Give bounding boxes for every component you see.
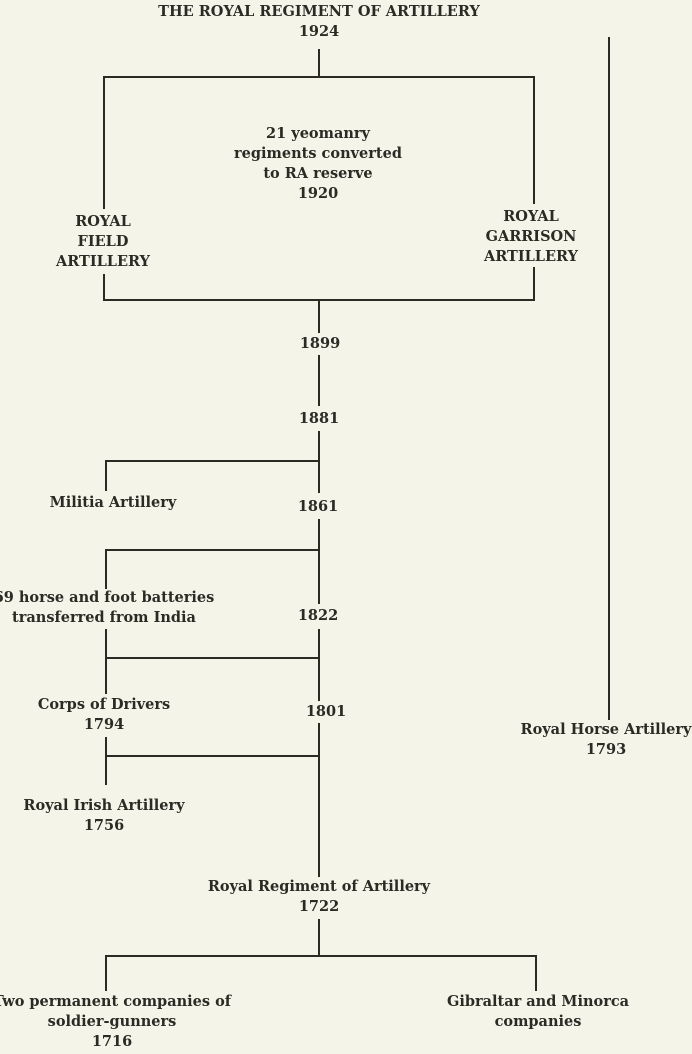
irish-name: Royal Irish Artillery (23, 797, 185, 814)
rha-name: Royal Horse Artillery (520, 721, 692, 738)
soldier-gunners-line: Two permanent companies of (0, 993, 231, 1010)
rra-year: 1722 (298, 898, 340, 915)
royal-garrison-artillery-label: ROYAL GARRISON ARTILLERY (484, 207, 578, 267)
title-name: THE ROYAL REGIMENT OF ARTILLERY (158, 3, 480, 20)
year-1801-label: 1801 (306, 702, 346, 722)
royal-field-artillery-label: ROYAL FIELD ARTILLERY (56, 212, 150, 272)
rra-name: Royal Regiment of Artillery (207, 878, 431, 895)
royal-horse-artillery-label: Royal Horse Artillery 1793 (521, 720, 692, 760)
soldier-gunners-label: Two permanent companies of soldier-gunne… (0, 992, 231, 1052)
yeomanry-year: 1920 (297, 185, 339, 202)
title-year: 1924 (298, 23, 340, 40)
india-line: 69 horse and foot batteries (0, 589, 215, 606)
year-1881: 1881 (298, 410, 340, 427)
india-batteries-label: 69 horse and foot batteries transferred … (0, 588, 214, 628)
rfa-line: FIELD (77, 233, 129, 250)
militia-artillery-label: Militia Artillery (50, 493, 177, 513)
corps-of-drivers-label: Corps of Drivers 1794 (38, 695, 170, 735)
rha-year: 1793 (585, 741, 627, 758)
gibraltar-line: Gibraltar and Minorca (446, 993, 630, 1010)
year-1899: 1899 (299, 335, 341, 352)
india-line: transferred from India (12, 609, 196, 626)
royal-regiment-of-artillery-label: Royal Regiment of Artillery 1722 (208, 877, 430, 917)
gibraltar-line: companies (494, 1013, 582, 1030)
royal-irish-artillery-label: Royal Irish Artillery 1756 (23, 796, 184, 836)
title-label: THE ROYAL REGIMENT OF ARTILLERY 1924 (158, 2, 480, 42)
rfa-line: ROYAL (75, 213, 131, 230)
militia-artillery: Militia Artillery (49, 494, 177, 511)
year-1861-label: 1861 (298, 497, 338, 517)
rfa-line: ARTILLERY (55, 253, 151, 270)
yeomanry-line: regiments converted (234, 145, 402, 162)
year-1881-label: 1881 (299, 409, 339, 429)
rga-line: ROYAL (503, 208, 559, 225)
irish-year: 1756 (83, 817, 125, 834)
soldier-gunners-line: soldier-gunners (47, 1013, 177, 1030)
drivers-name: Corps of Drivers (37, 696, 171, 713)
yeomanry-line: to RA reserve (263, 165, 373, 182)
gibraltar-minorca-label: Gibraltar and Minorca companies (447, 992, 629, 1032)
yeomanry-line: 21 yeomanry (266, 125, 370, 142)
year-1822-label: 1822 (298, 606, 338, 626)
year-1822: 1822 (297, 607, 339, 624)
drivers-year: 1794 (83, 716, 125, 733)
soldier-gunners-year: 1716 (91, 1033, 133, 1050)
rga-line: ARTILLERY (483, 248, 579, 265)
rga-line: GARRISON (485, 228, 577, 245)
year-1801: 1801 (305, 703, 347, 720)
year-1861: 1861 (297, 498, 339, 515)
yeomanry-label: 21 yeomanry regiments converted to RA re… (234, 124, 402, 204)
year-1899-label: 1899 (300, 334, 340, 354)
